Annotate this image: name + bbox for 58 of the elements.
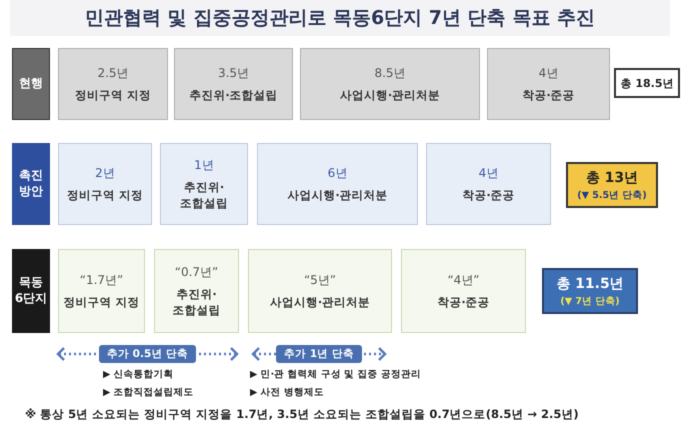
- duration-text: “0.7년”: [174, 264, 218, 281]
- title: 민관협력 및 집중공정관리로 목동6단지 7년 단축 목표 추진: [85, 6, 595, 31]
- bullet-item: ▶ 민·관 협력체 구성 및 집중 공정관리: [250, 368, 421, 381]
- phase-name: 착공·준공: [462, 188, 515, 204]
- duration-text: “1.7년”: [80, 272, 124, 289]
- row-header-box: [12, 48, 50, 120]
- phase-box: [160, 143, 248, 225]
- row-label: 촉진 방안: [18, 168, 44, 200]
- duration-text: 4년: [478, 164, 498, 182]
- reduction-text: (▼ 7년 단축): [560, 294, 620, 308]
- reduction-text: (▼ 5.5년 단축): [577, 188, 647, 202]
- duration-text: 4년: [538, 64, 558, 82]
- bullet-item: ▶ 신속통합기획: [103, 368, 174, 381]
- duration-text: “4년”: [447, 272, 480, 289]
- phase-name: 착공·준공: [437, 294, 490, 310]
- duration-text: 3.5년: [218, 64, 250, 82]
- reduction-badge: 추가 1년 단축: [276, 345, 362, 363]
- duration-text: 2년: [95, 164, 115, 182]
- phase-name: 사업시행·관리처분: [340, 88, 440, 104]
- phase-name: 정비구역 지정: [74, 88, 151, 104]
- duration-text: 6년: [328, 164, 348, 182]
- total-text: 총 13년: [586, 168, 638, 186]
- phase-box: [58, 249, 145, 333]
- phase-name: 정비구역 지정: [63, 294, 140, 310]
- duration-text: 2.5년: [97, 64, 129, 82]
- row-label: 목동 6단지: [14, 275, 48, 307]
- total-box: [566, 162, 658, 208]
- phase-name: 추진위· 조합설립: [179, 180, 229, 212]
- total-box: [542, 268, 638, 314]
- bullet-item: ▶ 조합직접설립제도: [103, 386, 194, 399]
- phase-box: [300, 48, 480, 120]
- phase-box: [426, 143, 551, 225]
- phase-name: 정비구역 지정: [66, 188, 143, 204]
- total-box: [614, 68, 680, 98]
- phase-box: [487, 48, 610, 120]
- phase-name: 사업시행·관리처분: [270, 294, 370, 310]
- phase-box: [248, 249, 392, 333]
- phase-box: [58, 48, 168, 120]
- row-label: 현행: [19, 76, 43, 92]
- total-text: 총 18.5년: [620, 76, 674, 90]
- footnote: ※ 통상 5년 소요되는 정비구역 지정을 1.7년, 3.5년 소요되는 조합설립을 0.7년으로(8.5년 → 2.5년): [25, 407, 579, 422]
- phase-box: [174, 48, 293, 120]
- phase-name: 추진위·조합설립: [189, 88, 278, 104]
- phase-name: 추진위· 조합설립: [172, 286, 222, 318]
- reduction-badge: 추가 0.5년 단축: [99, 345, 196, 363]
- phase-box: [154, 249, 239, 333]
- duration-text: 1년: [194, 156, 214, 174]
- total-text: 총 11.5년: [556, 274, 624, 292]
- row-header-box: [12, 143, 50, 225]
- duration-text: 8.5년: [374, 64, 406, 82]
- duration-text: “5년”: [304, 272, 336, 289]
- phase-name: 착공·준공: [522, 88, 575, 104]
- bullet-item: ▶ 사전 병행제도: [250, 386, 324, 399]
- phase-name: 사업시행·관리처분: [287, 188, 388, 204]
- row-header-box: [12, 249, 50, 333]
- phase-box: [401, 249, 526, 333]
- phase-box: [257, 143, 418, 225]
- phase-box: [58, 143, 152, 225]
